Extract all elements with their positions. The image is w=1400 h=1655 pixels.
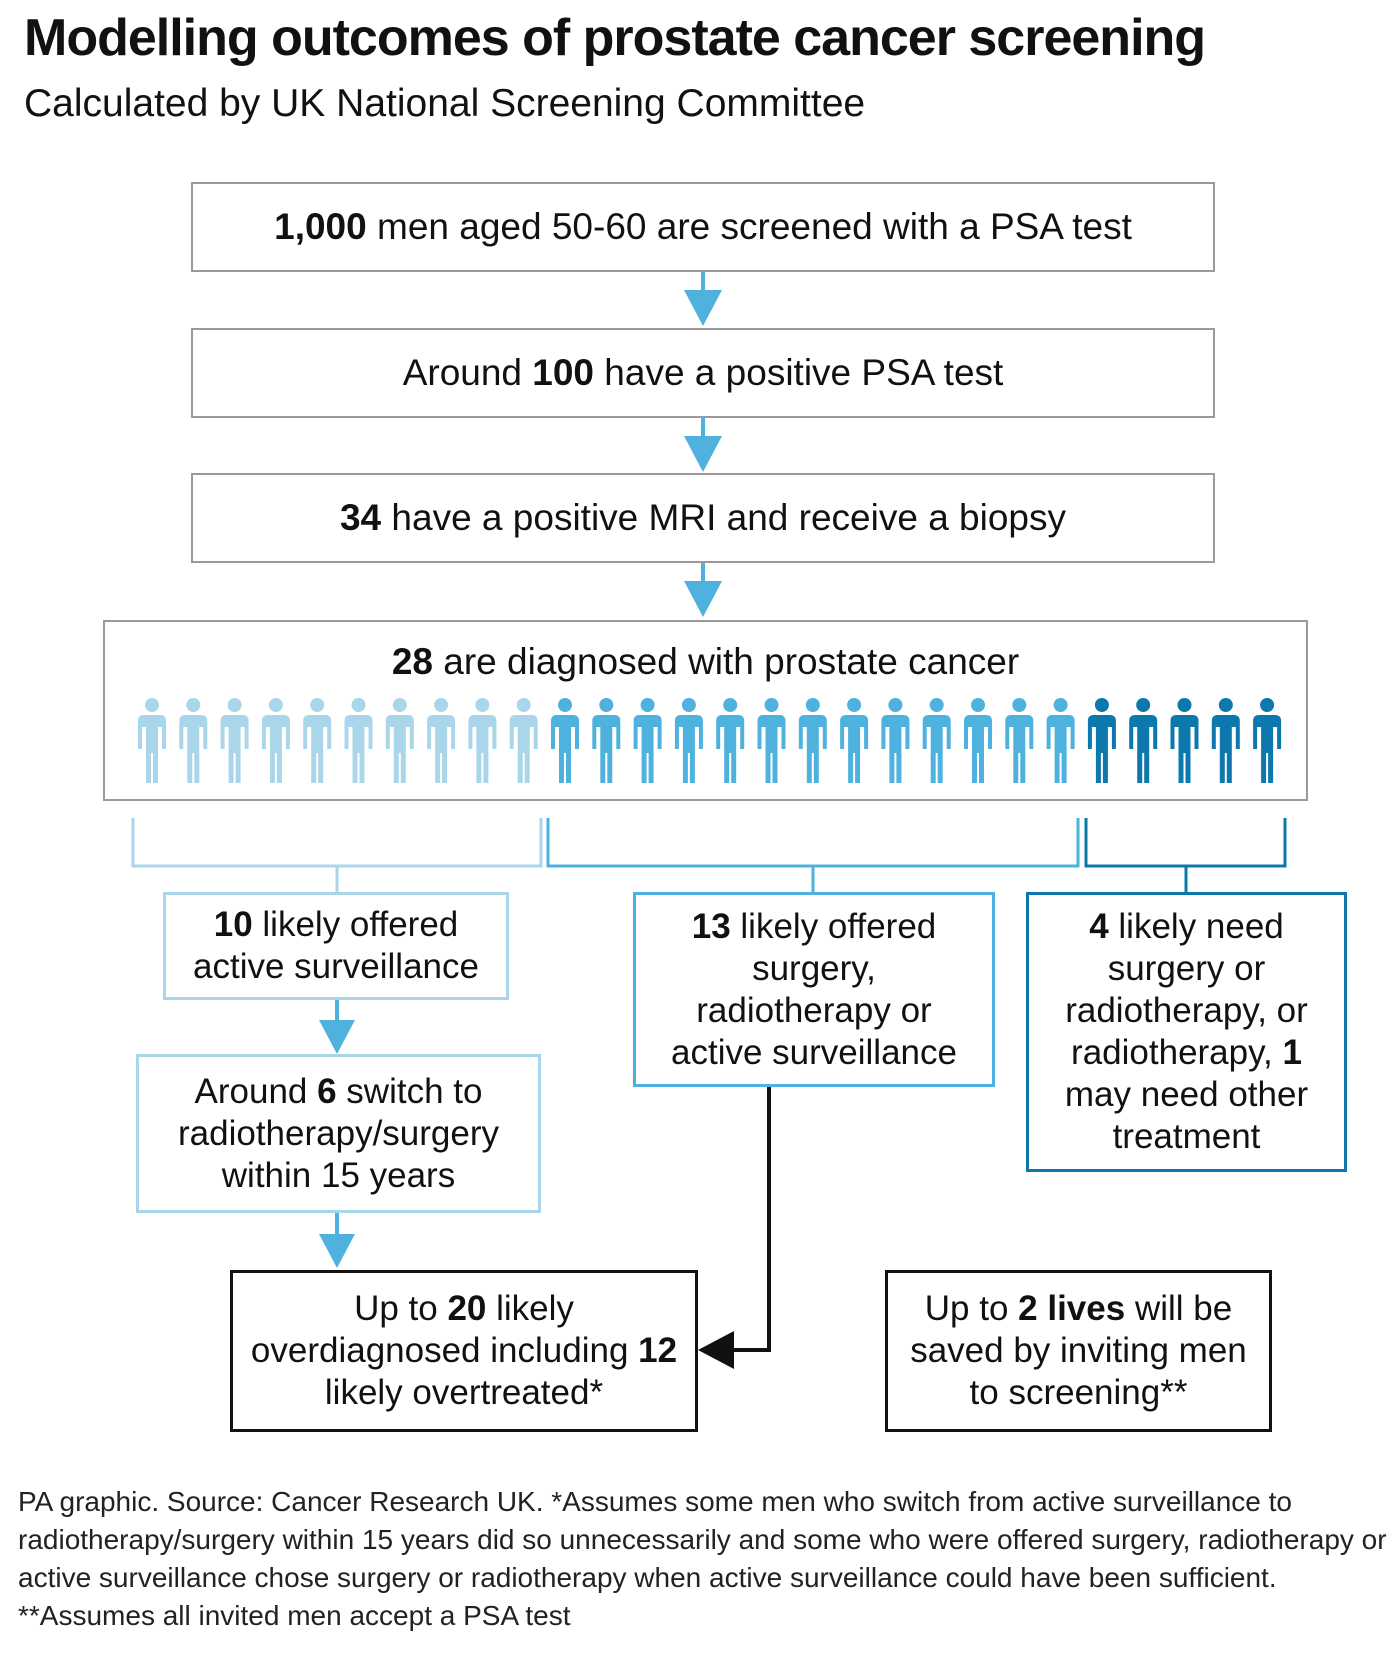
switch-box: Around 6 switch to radiotherapy/surgery …	[136, 1054, 541, 1213]
person-icon	[344, 698, 373, 783]
bracket-light	[131, 818, 543, 892]
step-screened-text: 1,000 men aged 50-60 are screened with a…	[274, 205, 1132, 247]
person-icon	[1170, 698, 1199, 783]
step-mri-biopsy-box: 34 have a positive MRI and receive a bio…	[191, 473, 1215, 563]
surveillance-box: 10 likely offered active surveillance	[163, 892, 509, 1000]
person-icon	[840, 698, 869, 783]
person-icon	[509, 698, 538, 783]
footer-source-note: PA graphic. Source: Cancer Research UK. …	[18, 1486, 1387, 1631]
person-icon	[138, 698, 166, 783]
person-icon	[1046, 698, 1075, 783]
person-icon	[468, 698, 497, 783]
step-positive-psa-box: Around 100 have a positive PSA test	[191, 328, 1215, 418]
person-icon	[592, 698, 621, 783]
arrow-down-2	[684, 418, 722, 472]
arrow-down-3	[684, 563, 722, 617]
person-icon	[1005, 698, 1034, 783]
person-icon	[220, 698, 249, 783]
need-text: 4 likely need surgery or radiotherapy, o…	[1064, 907, 1309, 1156]
step-diagnosed-text: 28 are diagnosed with prostate cancer	[391, 641, 1020, 682]
overdiagnosed-box: Up to 20 likely overdiagnosed including …	[230, 1270, 698, 1432]
offered-text: 13 likely offered surgery, radiotherapy …	[671, 906, 957, 1072]
arrow-down-1	[684, 272, 722, 326]
bracket-dark	[1084, 818, 1287, 892]
person-icon	[179, 698, 208, 783]
person-icon	[633, 698, 662, 783]
person-icon	[757, 698, 786, 783]
page-subtitle: Calculated by UK National Screening Comm…	[24, 82, 866, 125]
page-title: Modelling outcomes of prostate cancer sc…	[24, 9, 1206, 67]
step-mri-biopsy-text: 34 have a positive MRI and receive a bio…	[339, 496, 1067, 538]
person-icon	[674, 698, 703, 783]
person-icon	[922, 698, 951, 783]
bracket-mid	[546, 818, 1080, 892]
person-icon	[716, 698, 745, 783]
step-screened-box: 1,000 men aged 50-60 are screened with a…	[191, 182, 1215, 272]
person-icon	[427, 698, 456, 783]
person-icon	[261, 698, 290, 783]
overdiagnosed-text: Up to 20 likely overdiagnosed including …	[250, 1289, 678, 1412]
lives-saved-text: Up to 2 lives will be saved by inviting …	[910, 1289, 1247, 1412]
person-icon	[798, 698, 827, 783]
step-positive-psa-text: Around 100 have a positive PSA test	[402, 351, 1004, 393]
person-icon	[551, 698, 579, 783]
lives-saved-box: Up to 2 lives will be saved by inviting …	[885, 1270, 1272, 1432]
step-diagnosed-box: 28 are diagnosed with prostate cancer	[103, 620, 1308, 801]
need-box: 4 likely need surgery or radiotherapy, o…	[1026, 892, 1347, 1172]
arrow-switch-to-overdiagnosed	[319, 1213, 355, 1268]
offered-box: 13 likely offered surgery, radiotherapy …	[633, 892, 995, 1087]
arrow-offered-to-overdiagnosed	[698, 1087, 771, 1369]
surveillance-text: 10 likely offered active surveillance	[193, 905, 479, 986]
person-icon	[303, 698, 332, 783]
person-icon	[1211, 698, 1240, 783]
switch-text: Around 6 switch to radiotherapy/surgery …	[178, 1071, 499, 1195]
person-icon	[385, 698, 414, 783]
person-icon	[881, 698, 910, 783]
person-icon	[1129, 698, 1158, 783]
person-icon	[1087, 698, 1116, 783]
person-icon	[964, 698, 992, 783]
arrow-surveillance-to-switch	[319, 1000, 355, 1054]
person-icon	[1253, 698, 1282, 783]
